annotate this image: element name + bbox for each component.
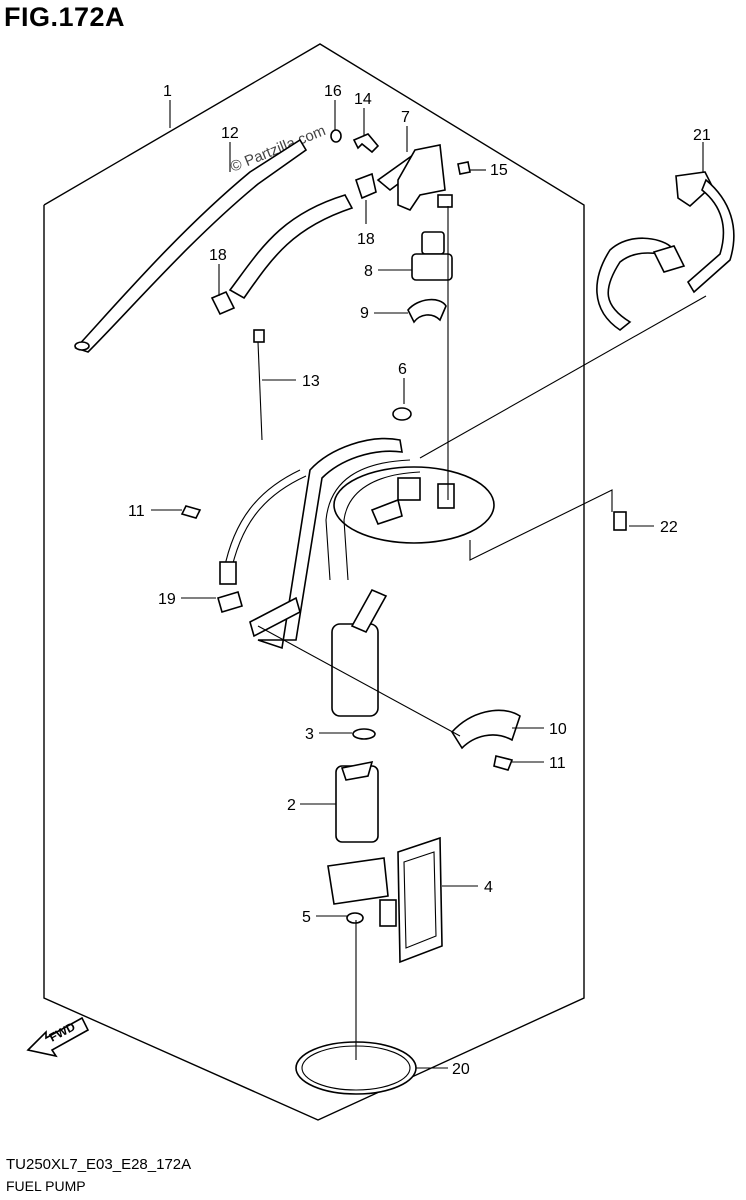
callout-5: 5 [302,909,311,926]
callout-14: 14 [354,91,372,108]
cable-tie-part [253,329,265,441]
callout-9: 9 [360,305,369,322]
hose-clamp-lower-part [210,290,236,316]
callout-10: 10 [549,721,567,738]
screw-11-upper-part [180,505,202,519]
callout-numbers: 1 12 16 14 7 21 15 18 8 18 9 6 13 11 22 … [128,83,711,1078]
callout-2: 2 [287,797,296,814]
assembly-boundary [43,43,585,1121]
pump-bracket-part [219,437,421,650]
fwd-arrow-icon: FWD [26,1016,90,1058]
callout-12: 12 [221,125,239,142]
oring-3-part [352,728,376,740]
callout-8: 8 [364,263,373,280]
callout-4: 4 [484,879,493,896]
breather-hose-part [74,138,308,353]
retaining-clip-part [407,298,447,324]
pump-holder-part [327,857,397,927]
washer-5-part [346,912,364,924]
callout-7: 7 [401,109,410,126]
fuel-filter-part [397,836,443,964]
short-hose-part [228,194,354,300]
pump-flange-part [333,466,495,544]
section-name: FUEL PUMP [6,1178,86,1194]
screw-15-part [457,161,471,175]
elbow-fitting-part [352,133,380,154]
callout-11-upper: 11 [128,503,145,520]
bolt-22-part [613,511,627,531]
callout-6: 6 [398,361,407,378]
callout-13: 13 [302,373,320,390]
pump-body-upper-part [331,588,388,717]
callout-18-upper: 18 [357,231,375,248]
fuel-pump-part [335,760,379,843]
external-fuel-hose-part [596,171,735,331]
hose-clamp-upper-part [354,172,377,200]
callout-22: 22 [660,519,678,536]
oring-6-part [392,407,412,421]
callout-21: 21 [693,127,711,144]
callout-1: 1 [163,83,172,100]
pressure-regulator-part [411,231,453,281]
guide-lines [257,206,707,1060]
clamp-19-part [217,591,243,613]
model-code: TU250XL7_E03_E28_172A [6,1156,192,1173]
callout-3: 3 [305,726,314,743]
screw-11-lower-part [493,755,514,771]
callout-11-lower: 11 [549,755,566,772]
callout-leaders [151,100,704,1069]
pump-band-part [451,709,521,750]
callout-16: 16 [324,83,342,100]
figure-title: FIG.172A [4,2,126,32]
small-oring-part [330,129,342,143]
callout-19: 19 [158,591,176,608]
callout-20: 20 [452,1061,470,1078]
fuel-outlet-pipe-part [376,144,453,211]
callout-18-lower: 18 [209,247,227,264]
callout-15: 15 [490,162,508,179]
